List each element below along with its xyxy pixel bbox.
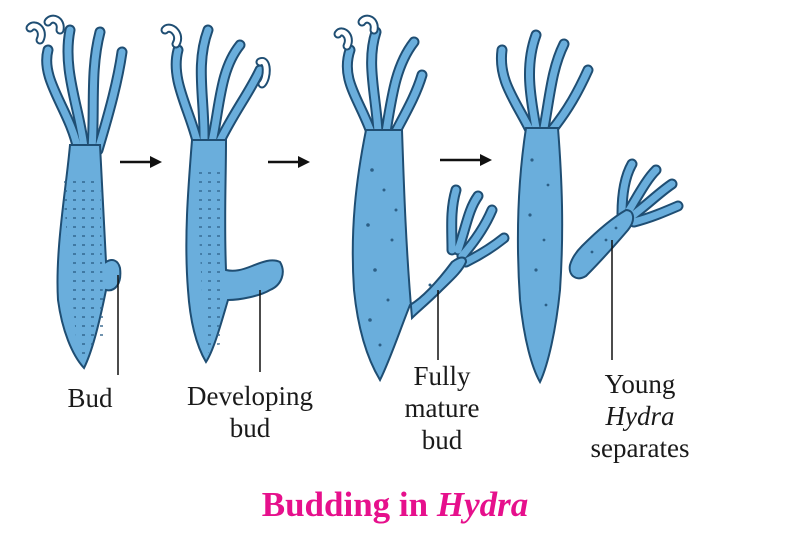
label-mature-line-1: Fully	[413, 361, 471, 391]
label-mature-line-3: bud	[421, 425, 463, 455]
figure-title-italic: Hydra	[436, 485, 529, 524]
label-mature-line-2: mature	[404, 393, 480, 423]
label-developing-bud-line-1: Developing	[187, 381, 313, 411]
label-bud: Bud	[56, 382, 124, 414]
hydra-3-body	[351, 129, 468, 383]
hydra-4-tentacles	[495, 29, 684, 228]
label-developing-bud: Developing bud	[170, 380, 330, 444]
figure-title-main: Budding in	[261, 485, 437, 524]
hydra-4-parent-body	[517, 127, 564, 385]
label-fully-mature-bud: Fully mature bud	[396, 360, 488, 456]
label-young-line-3: separates	[590, 433, 690, 463]
label-young-hydra-italic: Hydra	[605, 401, 675, 431]
right-arrow-icon	[120, 156, 162, 168]
hydra-stage-2	[160, 23, 284, 372]
label-young-line-2: Hydra	[570, 400, 710, 432]
hydra-stage-3	[333, 14, 510, 383]
young-hydra-body	[568, 208, 634, 280]
hydra-stage-1	[25, 14, 128, 375]
label-young-hydra-separates: Young Hydra separates	[570, 368, 710, 464]
right-arrow-icon	[268, 156, 310, 168]
label-developing-bud-line-2: bud	[229, 413, 271, 443]
hydra-3-tentacles	[333, 14, 510, 268]
hydra-2-tentacles	[160, 23, 271, 151]
label-young-line-1: Young	[604, 369, 676, 399]
hydra-stage-4	[495, 29, 684, 385]
figure-title: Budding in Hydra	[0, 484, 790, 526]
label-bud-line-1: Bud	[67, 383, 113, 413]
hydra-1-tentacles	[25, 14, 128, 156]
right-arrow-icon	[440, 154, 492, 166]
